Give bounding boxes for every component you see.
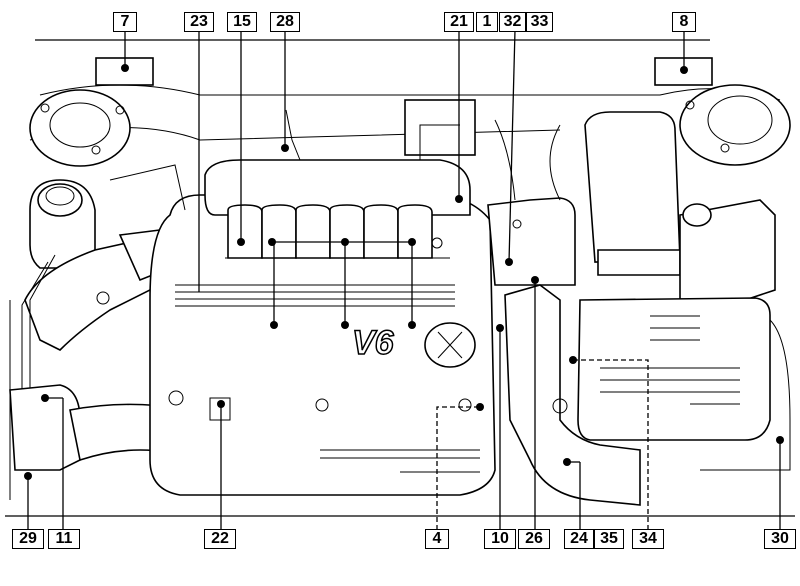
callout-22: 22 (204, 529, 236, 549)
callout-24: 24 (564, 529, 594, 549)
leader-32 (508, 29, 516, 263)
callout-1: 1 (476, 12, 498, 32)
callout-23: 23 (184, 12, 214, 32)
washer-reservoir (679, 199, 776, 301)
callout-21: 21 (444, 12, 474, 32)
leader-34 (575, 359, 649, 530)
callout-30: 30 (764, 529, 796, 549)
callout-28: 28 (270, 12, 300, 32)
leader-4 (436, 406, 480, 530)
callout-26: 26 (518, 529, 550, 549)
callout-35: 35 (594, 529, 624, 549)
air-intake-duct (9, 229, 166, 500)
callout-11: 11 (48, 529, 80, 549)
fuse-box (584, 111, 681, 276)
callout-33: 33 (526, 12, 553, 32)
battery (577, 297, 771, 441)
callout-32: 32 (499, 12, 526, 32)
right-strut-tower (679, 84, 791, 166)
air-filter-duct (504, 284, 641, 506)
cable (549, 124, 561, 201)
left-strut-tower (29, 89, 131, 167)
callout-8: 8 (672, 12, 696, 32)
cable (285, 109, 301, 161)
cable (700, 319, 791, 471)
engine-cover (149, 194, 496, 496)
v6-badge: V6 (352, 324, 395, 362)
callout-4: 4 (425, 529, 449, 549)
callout-29: 29 (12, 529, 44, 549)
callout-15: 15 (227, 12, 257, 32)
cowl-line (39, 84, 781, 101)
callout-7: 7 (113, 12, 137, 32)
callout-10: 10 (484, 529, 516, 549)
cable (109, 164, 186, 211)
callout-34: 34 (632, 529, 664, 549)
